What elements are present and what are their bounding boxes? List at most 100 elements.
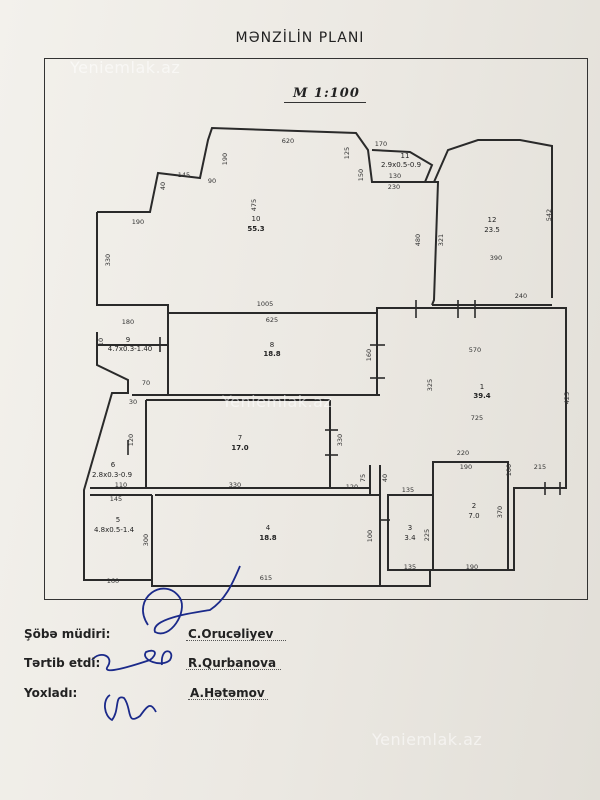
room-area: 7.0 bbox=[468, 512, 479, 520]
dimension-label: 100 bbox=[505, 464, 513, 476]
dimension-label: 190 bbox=[132, 218, 144, 226]
room-area: 17.0 bbox=[231, 444, 248, 452]
room-number: 2 bbox=[472, 502, 476, 510]
room-number: 5 bbox=[116, 516, 120, 524]
signature-role: Şöbə müdiri: bbox=[24, 627, 111, 641]
dimension-label: 390 bbox=[490, 254, 502, 262]
signature-2 bbox=[91, 649, 173, 672]
signature-3 bbox=[104, 694, 157, 722]
room-area: 55.3 bbox=[247, 225, 264, 233]
room-area: 23.5 bbox=[484, 226, 500, 234]
room-area: 39.4 bbox=[473, 392, 490, 400]
dimension-label: 190 bbox=[460, 463, 472, 471]
scale-label: M 1:100 bbox=[293, 86, 360, 101]
signature-role: Yoxladı: bbox=[24, 686, 78, 700]
dimension-label: 120 bbox=[127, 434, 135, 446]
room-number: 12 bbox=[488, 216, 497, 224]
room-area: 4.8x0.5-1.4 bbox=[94, 526, 135, 534]
dimension-label: 300 bbox=[142, 534, 150, 546]
signature-1 bbox=[142, 565, 241, 635]
dimension-label: 150 bbox=[357, 169, 365, 181]
signature-name: A.Hətəmov bbox=[190, 686, 265, 700]
dimension-label: 70 bbox=[142, 379, 150, 387]
dimension-label: 190 bbox=[221, 153, 229, 165]
room-area: 4.7x0.3-1.40 bbox=[108, 345, 153, 353]
dimension-label: 75 bbox=[359, 474, 367, 482]
dimension-label: 30 bbox=[129, 398, 137, 406]
dimension-label: 370 bbox=[496, 506, 504, 518]
dimension-label: 330 bbox=[229, 481, 241, 489]
room-area: 2.8x0.3-0.9 bbox=[92, 471, 132, 479]
dimension-label: 160 bbox=[365, 349, 373, 361]
walls bbox=[83, 126, 567, 587]
signature-line bbox=[186, 640, 286, 641]
room-area: 18.8 bbox=[263, 350, 280, 358]
dimension-label: 145 bbox=[110, 495, 122, 503]
room-number: 10 bbox=[252, 215, 261, 223]
dimension-label: 90 bbox=[208, 177, 216, 185]
room-area: 2.9x0.5-0.9 bbox=[381, 161, 421, 169]
dimension-label: 215 bbox=[534, 463, 546, 471]
room-number: 9 bbox=[126, 336, 130, 344]
room-number: 1 bbox=[480, 383, 484, 391]
page-title: MƏNZİLİN PLANI bbox=[235, 30, 365, 46]
dimension-label: 160 bbox=[107, 577, 119, 585]
signature-role: Tərtib etdi: bbox=[24, 656, 101, 670]
dimension-label: 135 bbox=[404, 563, 416, 571]
room-number: 8 bbox=[270, 341, 274, 349]
watermark: Yeniemlak.az bbox=[70, 58, 181, 77]
dimension-label: 620 bbox=[282, 137, 294, 145]
dimension-label: 725 bbox=[471, 414, 483, 422]
dimension-label: 475 bbox=[250, 199, 258, 211]
dimension-label: 10 bbox=[97, 338, 105, 346]
dimension-label: 100 bbox=[366, 530, 374, 542]
dimension-label: 321 bbox=[437, 234, 445, 246]
dimension-label: 120 bbox=[346, 483, 358, 491]
dimension-label: 40 bbox=[159, 182, 167, 190]
dimension-label: 615 bbox=[260, 574, 272, 582]
drawing-frame bbox=[44, 58, 588, 600]
room-area: 18.8 bbox=[259, 534, 276, 542]
dimension-label: 570 bbox=[469, 346, 481, 354]
dimension-label: 220 bbox=[457, 449, 469, 457]
room-number: 7 bbox=[238, 434, 242, 442]
dimension-label: 330 bbox=[336, 434, 344, 446]
room-number: 3 bbox=[408, 524, 412, 532]
dimension-label: 230 bbox=[388, 183, 400, 191]
dimension-label: 330 bbox=[104, 254, 112, 266]
dimension-label: 110 bbox=[115, 481, 127, 489]
dimension-label: 1005 bbox=[257, 300, 274, 308]
dimension-label: 170 bbox=[375, 140, 387, 148]
watermark: Yeniemlak.az bbox=[372, 730, 483, 749]
top-wall bbox=[97, 126, 440, 306]
dimension-label: 135 bbox=[402, 486, 414, 494]
dimension-label: 480 bbox=[414, 234, 422, 246]
room-labels: 10 55.3 11 2.9x0.5-0.9 12 23.5 9 4.7x0.3… bbox=[92, 152, 500, 542]
door-ticks bbox=[127, 300, 561, 521]
dimension-label: 542 bbox=[545, 209, 553, 221]
dimension-labels: 620 170 190 145 40 90 475 125 150 130 23… bbox=[97, 137, 571, 585]
dimension-label: 40 bbox=[381, 474, 389, 482]
dimension-label: 625 bbox=[266, 316, 278, 324]
signature-name: C.Orucəliyev bbox=[188, 627, 274, 641]
dimension-label: 190 bbox=[466, 563, 478, 571]
signature-strokes bbox=[91, 565, 241, 722]
dimension-label: 180 bbox=[122, 318, 134, 326]
dimension-label: 225 bbox=[423, 529, 431, 541]
dimension-label: 425 bbox=[563, 392, 571, 404]
room-number: 6 bbox=[111, 461, 116, 469]
signature-name: R.Qurbanova bbox=[188, 656, 277, 670]
room11-box bbox=[371, 149, 434, 183]
scale-underline bbox=[284, 102, 366, 103]
room-number: 11 bbox=[401, 152, 410, 160]
dimension-label: 125 bbox=[343, 147, 351, 159]
dimension-label: 240 bbox=[515, 292, 527, 300]
room-area: 3.4 bbox=[404, 534, 416, 542]
watermark: Yeniemlak.az bbox=[222, 392, 333, 411]
room-number: 4 bbox=[266, 524, 271, 532]
signature-line bbox=[188, 699, 268, 700]
dimension-label: 325 bbox=[426, 379, 434, 391]
signature-line bbox=[186, 669, 281, 670]
